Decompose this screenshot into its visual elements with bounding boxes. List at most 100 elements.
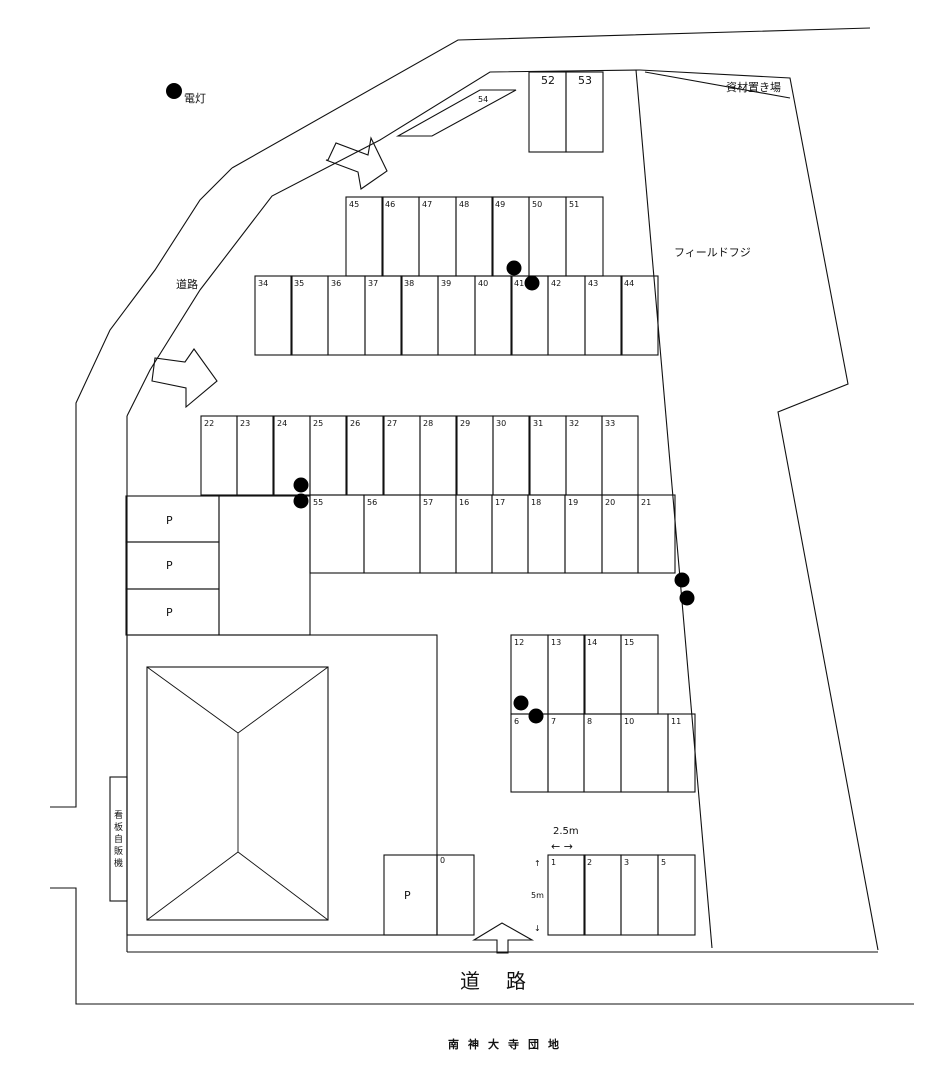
lamp-icon [674, 572, 690, 588]
side-lot [218, 495, 311, 636]
parking-space-23 [236, 415, 274, 496]
materials-divider [644, 71, 791, 99]
space-label-25: 25 [313, 419, 323, 428]
vending-label-char: 看 [114, 809, 123, 821]
space-label-21: 21 [641, 498, 651, 507]
space-label-6: 6 [514, 717, 519, 726]
space-label-32: 32 [569, 419, 579, 428]
space-label-1: 1 [551, 858, 556, 867]
parking-space-5 [657, 854, 696, 936]
space-label-40: 40 [478, 279, 488, 288]
space-label-11: 11 [671, 717, 681, 726]
roof-ridge-4 [146, 851, 239, 921]
building-site [126, 634, 438, 936]
road-left-outer [50, 167, 233, 808]
vending-label-char: 機 [114, 857, 123, 869]
lamp-icon [513, 695, 529, 711]
neighbor-boundary-left [635, 69, 713, 949]
space-label-17: 17 [495, 498, 505, 507]
parking-mark-2: P [166, 559, 173, 572]
space-label-16: 16 [459, 498, 469, 507]
space-label-30: 30 [496, 419, 506, 428]
dim-width-label: 2.5m [553, 826, 579, 837]
space-label-44: 44 [624, 279, 634, 288]
space-label-55: 55 [313, 498, 323, 507]
space-label-50: 50 [532, 200, 542, 209]
road-bottom-label: 道路 [460, 969, 552, 993]
space-label-0: 0 [440, 856, 445, 865]
space-label-51: 51 [569, 200, 579, 209]
road-inner-edge [126, 69, 641, 417]
roof-ridge-1 [146, 666, 239, 734]
space-label-31: 31 [533, 419, 543, 428]
neighbor-boundary-right [639, 69, 879, 951]
space-label-42: 42 [551, 279, 561, 288]
space-label-23: 23 [240, 419, 250, 428]
neighbor-label: フィールドフジ [674, 246, 751, 259]
space-label-28: 28 [423, 419, 433, 428]
parking-space-0 [436, 854, 475, 936]
vending-label-char: 板 [114, 821, 123, 833]
space-label-14: 14 [587, 638, 597, 647]
space-label-35: 35 [294, 279, 304, 288]
space-label-20: 20 [605, 498, 615, 507]
roof-ridge-2 [237, 666, 329, 734]
road-left-outer-lower [50, 887, 914, 1005]
entry-arrow-left-icon [151, 348, 218, 409]
space-label-29: 29 [460, 419, 470, 428]
lamp-legend-icon [166, 83, 182, 99]
space-label-49: 49 [495, 200, 505, 209]
space-label-3: 3 [624, 858, 629, 867]
row-top-pair: 52 53 [528, 71, 604, 153]
space-label-46: 46 [385, 200, 395, 209]
building-roof [146, 666, 329, 921]
space-label-12: 12 [514, 638, 524, 647]
space-label-27: 27 [387, 419, 397, 428]
parking-space-2 [583, 854, 622, 936]
space-label-52: 52 [541, 74, 555, 87]
parking-space-11 [667, 713, 696, 793]
space-label-26: 26 [350, 419, 360, 428]
space-label-38: 38 [404, 279, 414, 288]
space-label-53: 53 [578, 74, 592, 87]
vending-label-char: 自 [114, 833, 123, 845]
space-label-34: 34 [258, 279, 268, 288]
materials-area-label: 資材置き場 [726, 80, 781, 94]
space-label-18: 18 [531, 498, 541, 507]
space-label-15: 15 [624, 638, 634, 647]
space-label-8: 8 [587, 717, 592, 726]
dim-up-arrow-icon: ↑ [534, 859, 541, 868]
dim-length-label: 5m [531, 891, 544, 900]
space-label-13: 13 [551, 638, 561, 647]
space-label-57: 57 [423, 498, 433, 507]
parking-space-53 [565, 71, 604, 153]
space-label-41: 41 [514, 279, 524, 288]
parking-mark-4: P [404, 889, 411, 902]
parking-space-34 [254, 275, 293, 356]
parking-space-3 [620, 854, 659, 936]
space-label-7: 7 [551, 717, 556, 726]
road-left-label: 道路 [176, 277, 198, 291]
space-label-45: 45 [349, 200, 359, 209]
lamp-icon [679, 590, 695, 606]
space-label-19: 19 [568, 498, 578, 507]
space-label-48: 48 [459, 200, 469, 209]
parking-space-21 [637, 494, 676, 574]
space-label-43: 43 [588, 279, 598, 288]
parking-mark-1: P [166, 514, 173, 527]
space-label-54: 54 [478, 95, 488, 104]
lamp-icon [528, 708, 544, 724]
lamp-icon [293, 493, 309, 509]
space-label-33: 33 [605, 419, 615, 428]
entry-arrow-top-icon [325, 136, 388, 190]
parking-space-37 [364, 275, 403, 356]
parking-space-43 [584, 275, 623, 356]
space-label-22: 22 [204, 419, 214, 428]
parking-space-40 [474, 275, 513, 356]
site-title: 南神大寺団地 [448, 1037, 568, 1051]
space-label-47: 47 [422, 200, 432, 209]
entry-arrow-bottom-icon [472, 922, 535, 954]
dim-width-arrow-icon: ← → [551, 840, 573, 853]
